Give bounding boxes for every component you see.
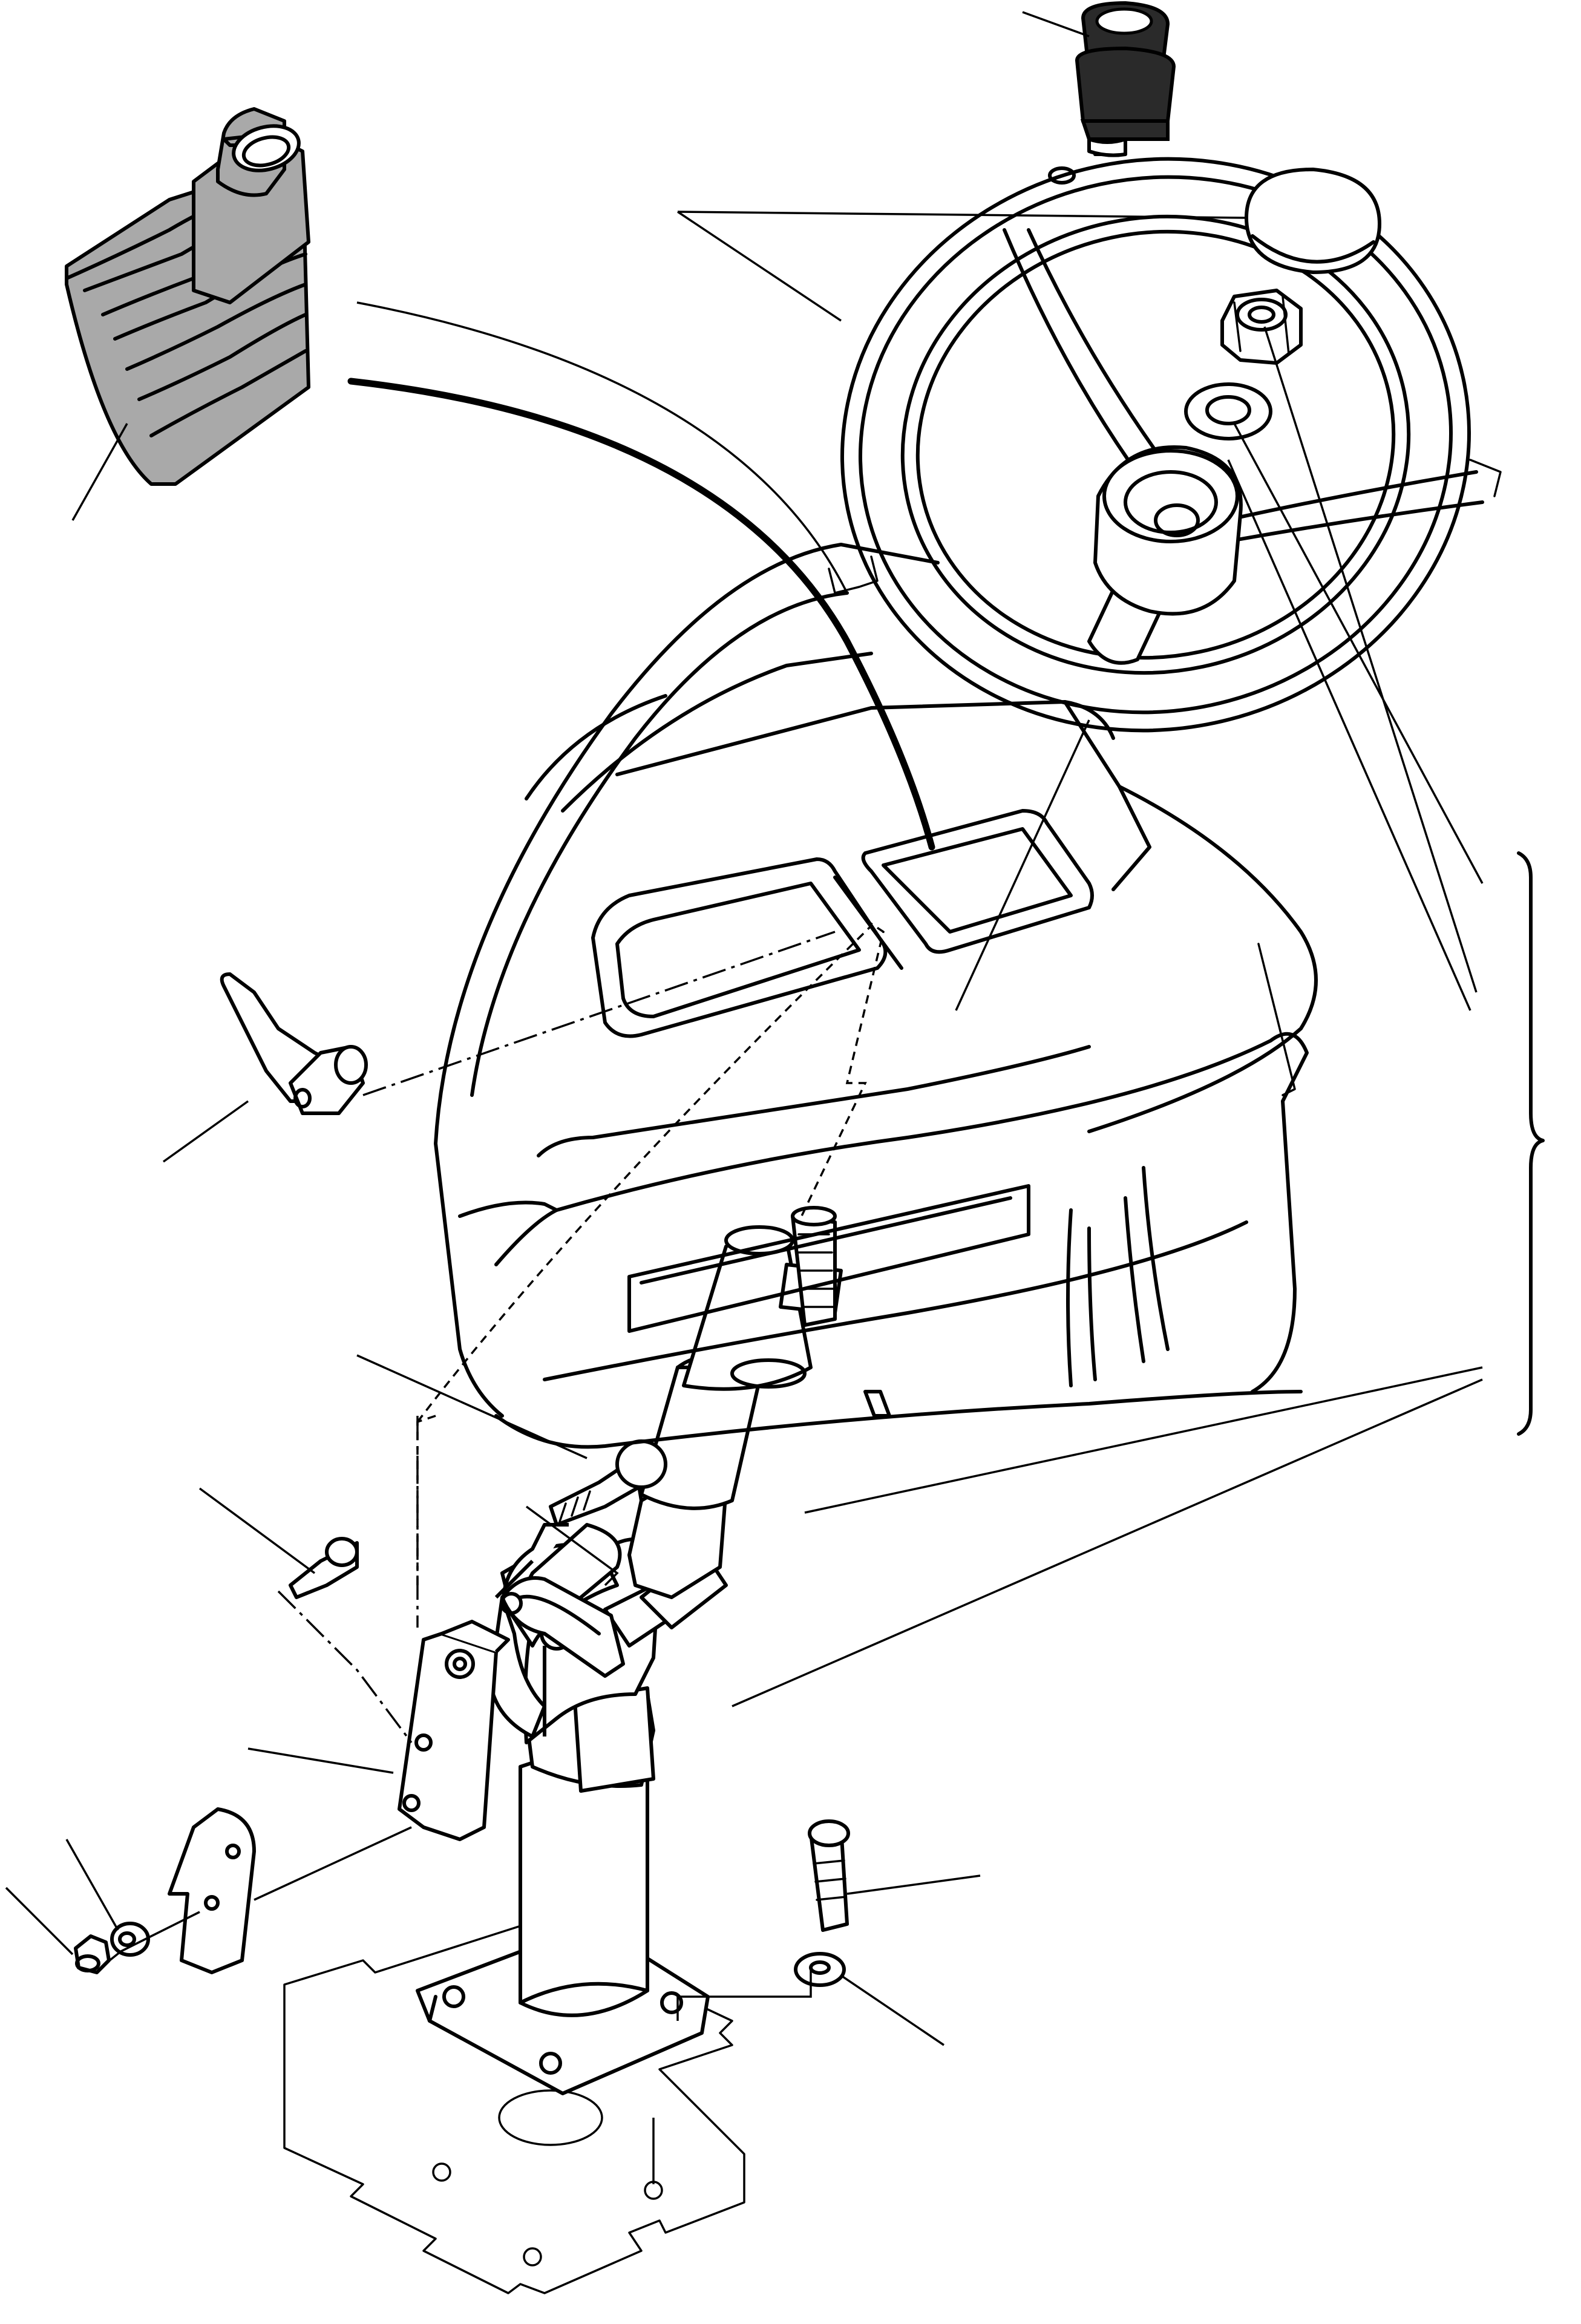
bolt — [549, 1439, 667, 1527]
mounting-plate — [398, 1620, 510, 1841]
socket-head-screw — [808, 1819, 850, 1932]
washer — [1184, 382, 1272, 440]
console-cowl — [434, 543, 1318, 1449]
gear-lever-knob — [1075, 1, 1176, 157]
leader-lines — [5, 11, 1545, 2046]
gear-lever-boot — [65, 107, 310, 486]
washer — [794, 1952, 846, 1987]
adjustment-lever — [220, 972, 368, 1115]
column-bracket — [488, 1523, 625, 1738]
washer — [110, 1922, 150, 1957]
socket-head-screw — [289, 1537, 359, 1599]
horn-cap — [1245, 168, 1381, 274]
side-plate — [168, 1807, 256, 1974]
steering-wheel — [840, 157, 1502, 733]
steering-nut — [1220, 289, 1303, 365]
nut — [74, 1934, 111, 1974]
